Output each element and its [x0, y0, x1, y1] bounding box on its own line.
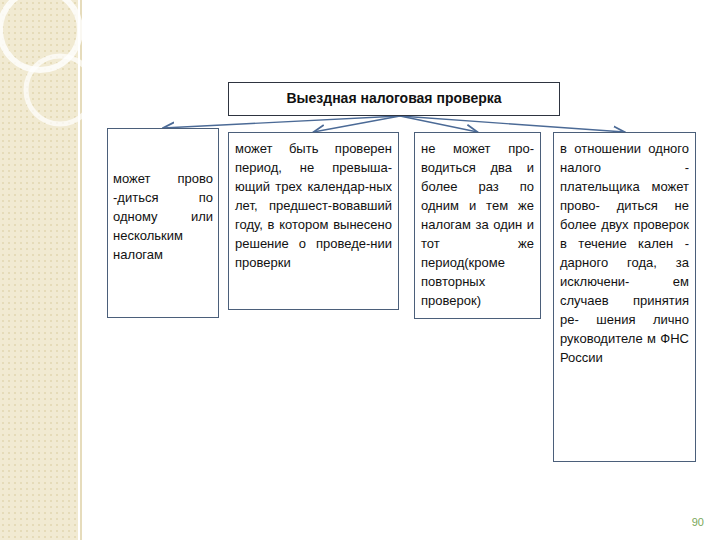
- side-band: [0, 0, 78, 540]
- process-box: в отношении одного налого - плательщика …: [553, 132, 696, 462]
- page-number: 90: [692, 516, 704, 528]
- box-text: не может про- водиться два и более раз п…: [421, 139, 534, 310]
- box-text: в отношении одного налого - плательщика …: [560, 139, 689, 367]
- box-text: Выездная налоговая проверка: [237, 89, 551, 107]
- side-rule: [80, 0, 82, 540]
- connector-arrow: [400, 116, 625, 132]
- connector-arrow: [314, 116, 401, 132]
- deco-ring: [26, 56, 94, 124]
- box-text: может быть проверен период, не превыша-ю…: [235, 139, 392, 272]
- box-text: может прово -диться по одному или нескол…: [113, 169, 213, 264]
- connector-arrow: [163, 116, 400, 128]
- process-box: может быть проверен период, не превыша-ю…: [228, 132, 399, 310]
- title-box: Выездная налоговая проверка: [228, 82, 560, 116]
- connector-arrow: [400, 116, 478, 132]
- process-box: не может про- водиться два и более раз п…: [414, 132, 541, 319]
- process-box: может прово -диться по одному или нескол…: [107, 128, 219, 318]
